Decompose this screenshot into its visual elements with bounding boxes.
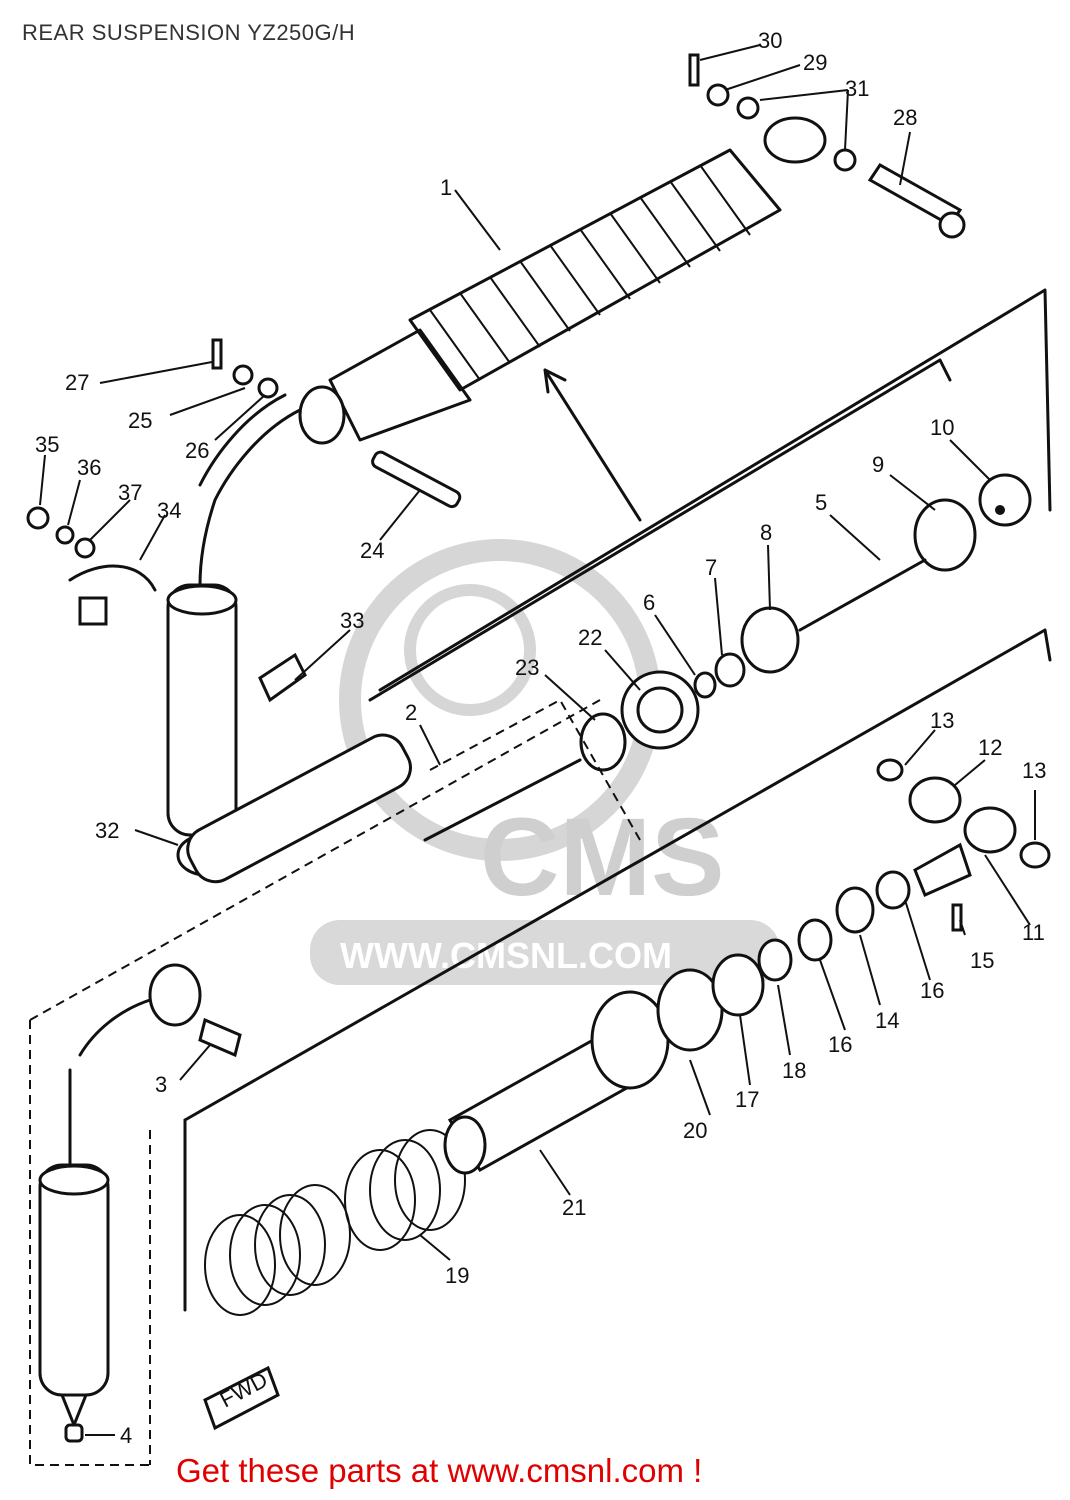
callout-33: 33 <box>340 608 364 633</box>
cmsnl-parts-link[interactable]: Get these parts at www.cmsnl.com ! <box>176 1452 703 1489</box>
callout-18: 18 <box>782 1058 806 1083</box>
callout-31: 31 <box>845 76 869 101</box>
callout-4: 4 <box>120 1423 132 1448</box>
callout-16-upper: 16 <box>920 978 944 1003</box>
callout-13-left: 13 <box>930 708 954 733</box>
callout-37: 37 <box>118 480 142 505</box>
callout-3: 3 <box>155 1072 167 1097</box>
callout-13-right: 13 <box>1022 758 1046 783</box>
callout-8: 8 <box>760 520 772 545</box>
callout-2: 2 <box>405 700 417 725</box>
callout-15: 15 <box>970 948 994 973</box>
callout-12: 12 <box>978 735 1002 760</box>
callout-29: 29 <box>803 50 827 75</box>
callout-11: 11 <box>1022 920 1045 945</box>
callout-6: 6 <box>643 590 655 615</box>
callout-20: 20 <box>683 1118 707 1143</box>
callout-5: 5 <box>815 490 827 515</box>
callout-35: 35 <box>35 432 59 457</box>
callout-36: 36 <box>77 455 101 480</box>
callout-30: 30 <box>758 28 782 53</box>
callout-7: 7 <box>705 555 717 580</box>
forward-direction-badge: FWD <box>203 1365 280 1431</box>
callout-32: 32 <box>95 818 119 843</box>
callout-16-lower: 16 <box>828 1032 852 1057</box>
watermark-brand: CMS <box>480 796 724 919</box>
callout-34: 34 <box>157 498 181 523</box>
callout-9: 9 <box>872 452 884 477</box>
watermark-url: WWW.CMSNL.COM <box>340 935 672 976</box>
callout-leaders <box>39 44 1036 1436</box>
callout-26: 26 <box>185 438 209 463</box>
callout-labels: 1 2 3 4 5 6 7 8 9 10 11 12 13 13 14 15 1… <box>35 28 1046 1448</box>
spring-assembly <box>149 628 1052 1465</box>
callout-22: 22 <box>578 625 602 650</box>
callout-14: 14 <box>875 1008 899 1033</box>
callout-10: 10 <box>930 415 954 440</box>
callout-19: 19 <box>445 1263 469 1288</box>
callout-17: 17 <box>735 1087 759 1112</box>
callout-25: 25 <box>128 408 152 433</box>
callout-28: 28 <box>893 105 917 130</box>
callout-24: 24 <box>360 538 384 563</box>
assembly-arrow <box>543 368 642 522</box>
callout-1: 1 <box>440 175 452 200</box>
callout-27: 27 <box>65 370 89 395</box>
damper-internals <box>29 288 1052 1466</box>
diagram-title: REAR SUSPENSION YZ250G/H <box>22 20 356 45</box>
callout-21: 21 <box>562 1195 586 1220</box>
cms-watermark: CMS WWW.CMSNL.COM <box>310 539 780 985</box>
shock-absorber-assembly <box>26 53 966 877</box>
callout-23: 23 <box>515 655 539 680</box>
